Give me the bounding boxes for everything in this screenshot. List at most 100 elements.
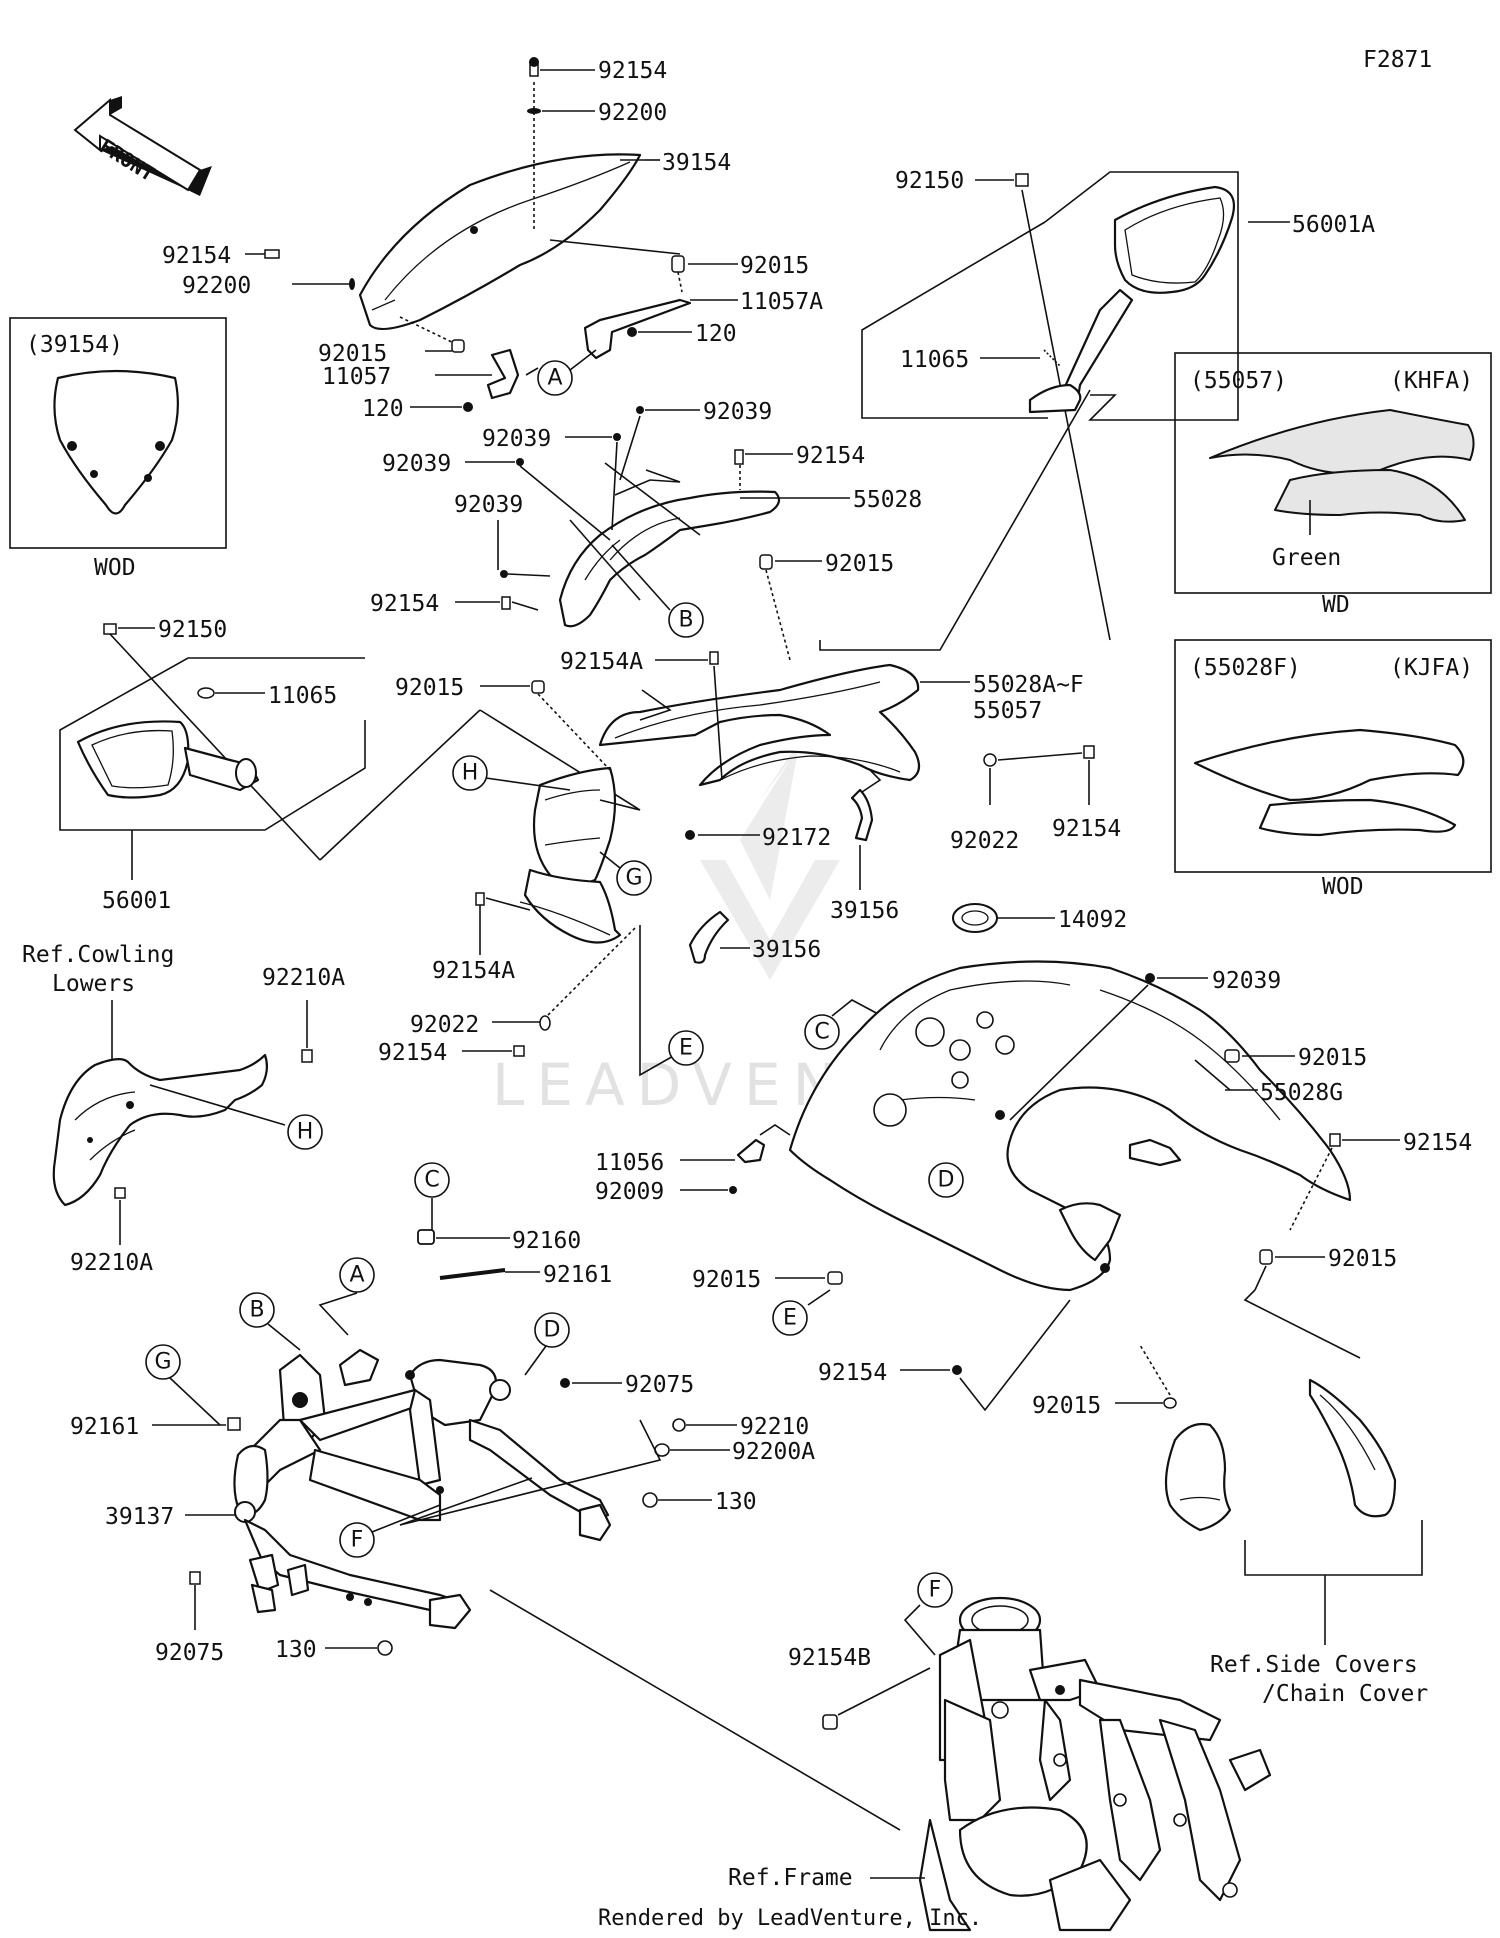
screw-92154-left [264,249,280,259]
screw-92154A-a [709,651,719,665]
mirror-56001 [76,720,190,799]
inset-55057-upper [1209,409,1475,475]
label-11057A: 11057A [740,289,823,315]
windshield-inset-box [9,317,227,549]
callout-A-bottom-text: A [349,1263,364,1288]
callout-H-bottom-text: H [297,1120,314,1145]
label-130-a: 130 [715,1489,757,1515]
label-130-b: 130 [275,1637,317,1663]
grommet-92015-h [1259,1249,1273,1265]
part-11065-left [197,687,215,699]
diagram-code: F2871 [1363,47,1432,73]
screw-92075-a [560,1378,570,1388]
seal-39156-b [688,910,730,964]
label-55028G: 55028G [1260,1080,1343,1106]
label-92039-e: 92039 [1212,968,1281,994]
bolt-130-a [642,1492,658,1508]
label-92039-d: 92039 [454,492,523,518]
band-92161 [439,1268,506,1280]
label-92015-d: 92015 [395,675,464,701]
screw-92009 [729,1186,737,1194]
left-lower-panel [523,868,622,944]
callout-G-bottom [145,1344,181,1380]
callout-E-top-text: E [679,1036,693,1061]
label-55028: 55028 [853,487,922,513]
inset-55057-model: (KHFA) [1390,368,1473,394]
screw-92075-b [189,1571,201,1585]
callout-H-top-text: H [462,761,479,786]
side-cover-left [1164,1422,1232,1532]
label-92150-left: 92150 [158,617,227,643]
label-11057: 11057 [322,364,391,390]
frame-ref [918,1596,1272,1932]
callout-B-bottom-text: B [249,1298,264,1323]
seal-39156-a [850,788,874,842]
label-92075-b: 92075 [155,1640,224,1666]
inset-55057-lower [1274,469,1466,523]
label-92015-e: 92015 [1298,1045,1367,1071]
grommet-92015-d [531,680,545,694]
callout-D-bottom [534,1312,570,1348]
label-92009: 92009 [595,1179,664,1205]
label-92154-top: 92154 [598,58,667,84]
callout-H-top [452,755,488,791]
screw-92172 [685,830,695,840]
callout-F-top [339,1522,375,1558]
mirror-base-56001A [1028,383,1082,414]
screw-92150-top [1015,173,1029,187]
label-92154-c: 92154 [1052,816,1121,842]
label-92154-left: 92154 [162,243,231,269]
label-120-b: 120 [362,396,404,422]
callout-C-top-text: C [814,1020,829,1045]
inner-cover-55028 [558,490,781,628]
grommet-92015-a [671,255,685,273]
footer-credit: Rendered by LeadVenture, Inc. [598,1906,982,1931]
ref-frame: Ref.Frame [728,1865,853,1891]
label-92154A-b: 92154A [432,958,515,984]
washer-92022-a [983,753,997,767]
label-92022-a: 92022 [950,828,1019,854]
label-56001: 56001 [102,888,171,914]
label-92015-h: 92015 [1328,1246,1397,1272]
callout-A-bottom [339,1257,375,1293]
label-92200-top: 92200 [598,100,667,126]
inset-55028F-upper [1193,728,1465,802]
inset-55057-color: Green [1272,545,1341,571]
label-39156-a: 39156 [830,898,899,924]
grommet-92015-f [827,1271,843,1285]
callout-D-top-text: D [938,1168,955,1193]
grommet-92160 [417,1229,435,1245]
label-92039-b: 92039 [482,426,551,452]
screw-92154-c [1083,745,1095,759]
inset-55028F-model: (KJFA) [1390,655,1473,681]
label-11065-top: 11065 [900,347,969,373]
label-92039-c: 92039 [382,451,451,477]
nut-92210A-b [114,1187,126,1199]
grommet-92015-e [1224,1049,1240,1063]
label-11056: 11056 [595,1150,664,1176]
label-92150-top: 92150 [895,168,964,194]
screw-92154-e [1329,1133,1341,1147]
callout-H-bottom [287,1114,323,1150]
callout-A-top-text: A [547,366,562,391]
label-14092: 14092 [1058,907,1127,933]
ref-side-covers-1: Ref.Side Covers [1210,1652,1418,1678]
screw-92154-d [513,1045,525,1057]
windshield-inset-part: (39154) [26,332,123,358]
label-55028A-F: 55028A~F [973,672,1084,698]
side-cover-right [1308,1378,1397,1518]
windshield-inset-variant: WOD [94,555,136,581]
screw-120-a [627,327,637,337]
upper-cowl-55028A-F [598,663,921,787]
callout-D-top [928,1162,964,1198]
screw-92150-left [103,623,117,635]
label-92015-b: 92015 [318,341,387,367]
bolt-130-b [377,1640,393,1656]
washer-92200-left [349,278,355,290]
washer-92022-b [539,1015,551,1031]
callout-G-top-text: G [625,866,642,891]
inset-55028F-part: (55028F) [1190,655,1301,681]
label-92154-b: 92154 [370,591,439,617]
screw-92154-f [952,1365,962,1375]
label-11065-left: 11065 [268,683,337,709]
